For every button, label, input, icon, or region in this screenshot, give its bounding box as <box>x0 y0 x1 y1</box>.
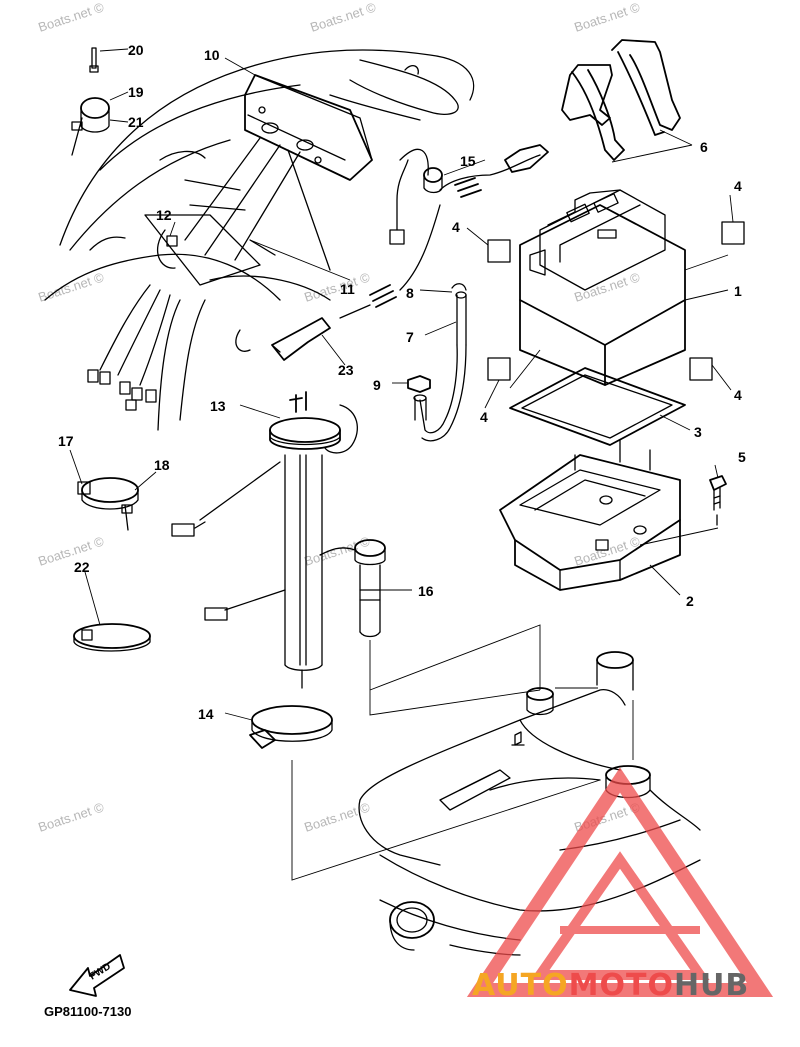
battery-box <box>499 439 681 591</box>
watermark: Boats.net © <box>572 533 642 568</box>
hose-clamp <box>249 705 333 749</box>
callout-3: 3 <box>694 424 702 440</box>
callout-15: 15 <box>460 153 476 169</box>
console-assembly <box>144 74 373 286</box>
bolt <box>709 475 727 526</box>
battery-straps <box>561 39 681 161</box>
callout-7: 7 <box>406 329 414 345</box>
logo-wordmark: AUTOMOTOHUB <box>472 968 749 1003</box>
callout-13: 13 <box>210 398 226 414</box>
tape-pieces <box>487 221 745 381</box>
callout-18: 18 <box>154 457 170 473</box>
watermark: Boats.net © <box>36 0 106 35</box>
watermark: Boats.net © <box>572 0 642 35</box>
callout-19: 19 <box>128 84 144 100</box>
callout-16: 16 <box>418 583 434 599</box>
callout-17: 17 <box>58 433 74 449</box>
callout-22: 22 <box>74 559 90 575</box>
fwd-arrow: FWD <box>69 954 125 997</box>
callout-11: 11 <box>340 281 355 297</box>
watermark: Boats.net © <box>36 533 106 568</box>
callout-4: 4 <box>734 387 742 403</box>
part-code: GP81100-7130 <box>44 1004 131 1019</box>
callout-6: 6 <box>700 139 708 155</box>
callout-4: 4 <box>480 409 488 425</box>
watermark: Boats.net © <box>308 0 378 35</box>
callout-23: 23 <box>338 362 354 378</box>
logo-part-hub: HUB <box>674 968 749 1003</box>
callout-10: 10 <box>204 47 220 63</box>
vent-hose <box>407 283 467 442</box>
hull-outline <box>44 49 475 431</box>
watermark: Boats.net © <box>572 269 642 304</box>
logo-part-moto: MOTO <box>569 968 674 1003</box>
callout-labels: 1 2 3 4 4 4 4 5 6 7 8 9 10 11 12 13 14 1… <box>58 42 746 722</box>
callout-14: 14 <box>198 706 214 722</box>
callout-9: 9 <box>373 377 381 393</box>
callout-2: 2 <box>686 593 694 609</box>
battery-pad <box>509 367 686 446</box>
automotohub-logo: AUTOMOTOHUB <box>466 767 774 1003</box>
band <box>73 623 151 652</box>
fuel-sender <box>171 391 358 689</box>
clamp-17-18 <box>77 477 139 531</box>
harness-part-15-23 <box>271 144 549 361</box>
callout-8: 8 <box>406 285 414 301</box>
logo-triangle-icon <box>466 767 774 997</box>
logo-part-auto: AUTO <box>472 968 569 1003</box>
watermark: Boats.net © <box>36 799 106 834</box>
callout-4: 4 <box>452 219 460 235</box>
callout-12: 12 <box>156 207 172 223</box>
callout-20: 20 <box>128 42 144 58</box>
fwd-label: FWD <box>88 961 113 982</box>
plug-cap-assembly <box>71 47 110 156</box>
callout-4: 4 <box>734 178 742 194</box>
leader-lines <box>69 48 734 881</box>
fuel-tank <box>358 651 701 956</box>
watermark: Boats.net © <box>302 799 372 834</box>
wiring-harness <box>87 284 171 411</box>
fuel-pickup <box>319 539 386 638</box>
callout-21: 21 <box>128 114 144 130</box>
callout-5: 5 <box>738 449 746 465</box>
watermark: Boats.net © <box>36 269 106 304</box>
callout-1: 1 <box>734 283 742 299</box>
